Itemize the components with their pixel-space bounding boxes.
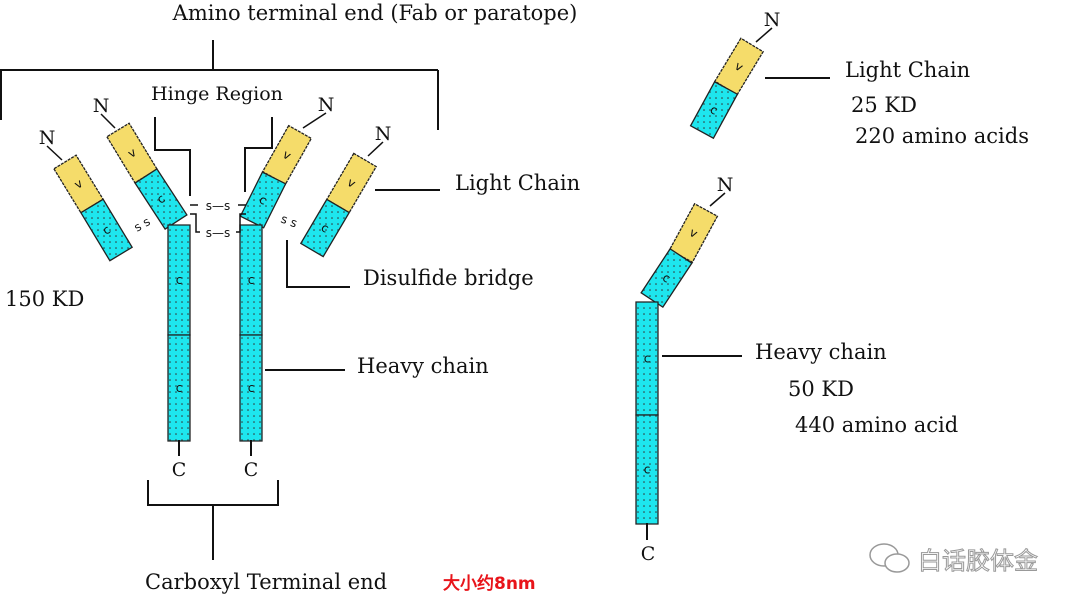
heavy-chain-mass: 50 KD: [788, 377, 854, 401]
right-heavy-ch1-texture: [240, 172, 286, 228]
disulfide-pointer: [286, 240, 350, 288]
hinge-pointer-lines: [154, 117, 273, 196]
wechat-icon: [869, 543, 910, 573]
carboxyl-terminal-label: Carboxyl Terminal end: [145, 570, 387, 594]
lone-heavy-ch2-label: c: [644, 352, 651, 366]
size-note: 大小约8nm: [443, 573, 536, 594]
heavy-chain-label: Heavy chain: [357, 354, 489, 378]
left-heavy-variable: [106, 122, 158, 184]
left-heavy-ch3-texture: [168, 335, 190, 441]
hinge-region-label: Hinge Region: [151, 83, 283, 105]
left-light-n-terminal: N: [39, 127, 56, 149]
left-heavy-ch2-label: c: [176, 273, 183, 287]
fab-bracket: [0, 40, 439, 130]
right-light-constant-texture: [300, 199, 350, 257]
lone-heavy-ch3-label: c: [644, 463, 651, 477]
lone-heavy-ch3-texture: [636, 415, 658, 524]
amino-terminal-title: Amino terminal end (Fab or paratope): [172, 1, 578, 25]
light-chain-label: Light Chain: [455, 171, 580, 195]
hinge-bond-lines: [190, 204, 246, 233]
left-heavy-ch2-texture: [168, 225, 190, 335]
left-heavy-ch1-texture: [135, 168, 187, 230]
fc-bracket: [147, 480, 279, 560]
light-chain-mass: 25 KD: [851, 93, 917, 117]
right-light-variable: [325, 152, 378, 214]
right-light-n-terminal-line: [367, 141, 384, 157]
left-heavy-n-terminal: N: [93, 95, 110, 117]
lone-heavy-variable: [668, 202, 719, 264]
left-light-constant-texture: [80, 199, 133, 261]
c-terminal-heavy: C: [641, 543, 656, 565]
disulfide-bond-right-light: s s: [279, 212, 299, 231]
light-chain-length: 220 amino acids: [855, 124, 1029, 148]
lone-heavy-n-terminal: N: [717, 174, 734, 196]
lone-light-n-terminal: N: [764, 9, 781, 31]
antibody-mass: 150 KD: [5, 287, 84, 311]
left-light-n-terminal-line: [46, 145, 63, 161]
lone-heavy-ch1-texture: [641, 248, 692, 308]
disulfide-bond-left-light: s s: [132, 214, 153, 234]
c-terminal-left: C: [172, 459, 187, 481]
left-heavy-ch3-label: c: [176, 381, 183, 395]
disulfide-bond-lower: s—s: [206, 226, 231, 240]
lone-light-constant-texture: [690, 81, 738, 139]
lone-light-chain-label: Light Chain: [845, 58, 970, 82]
left-heavy-n-terminal-line: [100, 113, 116, 129]
disulfide-bridge-label: Disulfide bridge: [363, 266, 534, 290]
c-terminal-right: C: [244, 459, 259, 481]
lone-heavy-n-terminal-line: [709, 192, 726, 207]
lone-heavy-ch2-texture: [636, 302, 658, 415]
lone-heavy-chain-label: Heavy chain: [755, 340, 887, 364]
right-light-n-terminal: N: [375, 123, 392, 145]
right-heavy-n-terminal: N: [318, 94, 335, 116]
heavy-chain-length: 440 amino acid: [795, 413, 958, 437]
right-heavy-ch3-label: c: [248, 381, 255, 395]
right-heavy-ch2-label: c: [248, 273, 255, 287]
disulfide-bond-upper: s—s: [206, 199, 231, 213]
watermark-text: 白话胶体金: [918, 547, 1038, 575]
right-heavy-ch2-texture: [240, 225, 262, 335]
right-heavy-ch3-texture: [240, 335, 262, 441]
c-terminal-stubs: [178, 440, 648, 540]
lone-light-n-terminal-line: [755, 27, 773, 43]
right-heavy-n-terminal-line: [302, 112, 327, 129]
